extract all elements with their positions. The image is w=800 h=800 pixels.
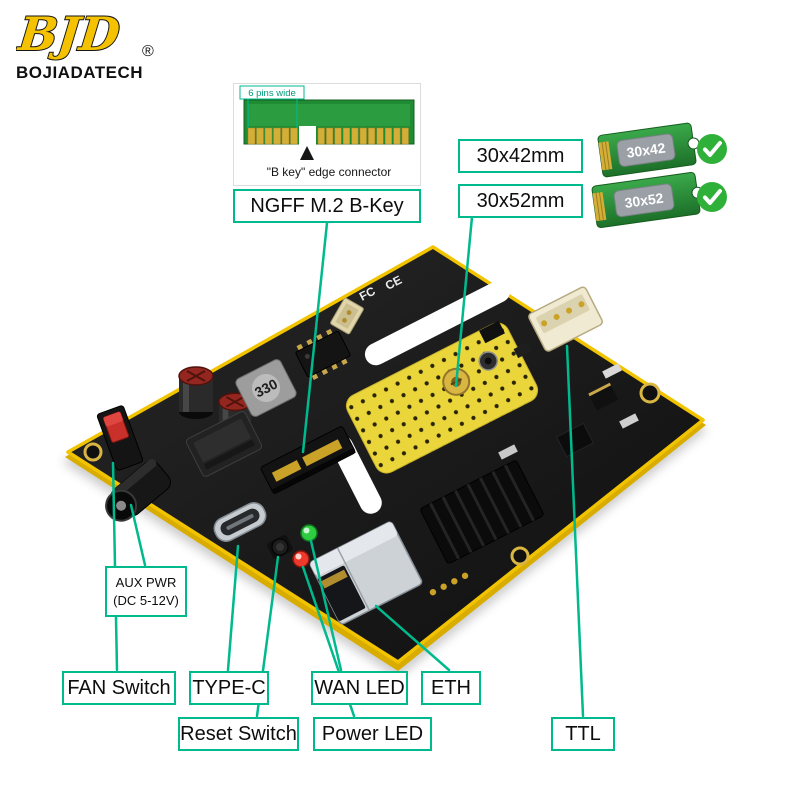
ic-chip <box>295 328 351 381</box>
fc-mark: FC <box>357 284 378 304</box>
size-30x42-label: 30x42mm <box>458 139 583 173</box>
capacitor <box>178 366 214 419</box>
module-30x42-label: 30x42 <box>626 139 667 160</box>
fan-switch-label: FAN Switch <box>62 671 176 705</box>
barrel-component <box>478 351 498 371</box>
registered-icon: ® <box>142 43 154 60</box>
line-ttl <box>565 344 585 718</box>
brand-mark-graphic: BJD ® <box>13 6 154 62</box>
power-led-label: Power LED <box>313 717 432 751</box>
inset-caption: "B key" edge connector <box>267 165 392 179</box>
line-aux <box>129 503 147 567</box>
aux-pwr-label: AUX PWR (DC 5-12V) <box>105 566 187 618</box>
reset-button <box>267 535 293 559</box>
line-size52 <box>454 215 474 388</box>
wan-led-label: WAN LED <box>311 671 408 705</box>
typec-port <box>213 502 267 542</box>
brand-name: BOJIADATECH <box>16 63 144 82</box>
inductor-330: 330 <box>235 359 297 417</box>
line-typec <box>226 544 240 672</box>
smd-components <box>479 320 639 460</box>
pcb-slot <box>364 280 510 366</box>
line-ngff <box>301 221 329 454</box>
wan-led-component <box>300 524 318 542</box>
ce-mark: CE <box>383 273 404 293</box>
silkscreen-marks: FC CE <box>357 273 404 304</box>
mount-hole <box>510 546 530 566</box>
sim-slot <box>185 411 263 477</box>
typec-label: TYPE-C <box>189 671 269 705</box>
pins-note-box <box>239 85 305 100</box>
bkey-diagram: 6 pins wide "B key" edge connector <box>239 85 415 179</box>
module-30x52-label: 30x52 <box>624 190 665 211</box>
mount-hole <box>83 442 103 462</box>
size-30x52-label: 30x52mm <box>458 184 583 218</box>
pin-header-block <box>420 460 544 564</box>
line-eth <box>374 604 451 672</box>
dimension-lines <box>247 98 298 128</box>
m2-slot-connector <box>260 426 356 495</box>
pcb-inner <box>248 104 410 126</box>
test-pads <box>429 572 469 596</box>
pins-note: 6 pins wide <box>248 88 296 99</box>
rj45-port <box>309 521 423 625</box>
line-wan <box>309 539 343 672</box>
bkey-notch <box>299 126 316 146</box>
fan-connector <box>330 297 364 335</box>
fan-switch-component <box>96 405 144 471</box>
brand-logo: BJD ® BOJIADATECH <box>13 6 186 83</box>
ngff-label: NGFF M.2 B-Key <box>233 189 421 223</box>
module-30x52-image: 30x52 <box>591 171 704 229</box>
connector-inset: 6 pins wide "B key" edge connector <box>233 83 421 186</box>
aux-pwr-line2: (DC 5-12V) <box>113 592 179 608</box>
check-icon <box>697 182 727 212</box>
notch-arrow-icon <box>300 146 314 160</box>
brand-mark: BJD <box>16 7 122 61</box>
check-icon <box>697 134 727 164</box>
edge-fingers <box>247 127 409 145</box>
ttl-label: TTL <box>551 717 615 751</box>
antenna-plate-group <box>331 280 539 514</box>
ttl-connector <box>528 286 603 352</box>
aux-pwr-line1: AUX PWR <box>115 575 177 590</box>
mount-hole <box>639 382 661 404</box>
eth-label: ETH <box>421 671 481 705</box>
module-30x42-image: 30x42 <box>597 122 700 178</box>
power-led-component <box>292 550 310 568</box>
reset-switch-label: Reset Switch <box>178 717 299 751</box>
